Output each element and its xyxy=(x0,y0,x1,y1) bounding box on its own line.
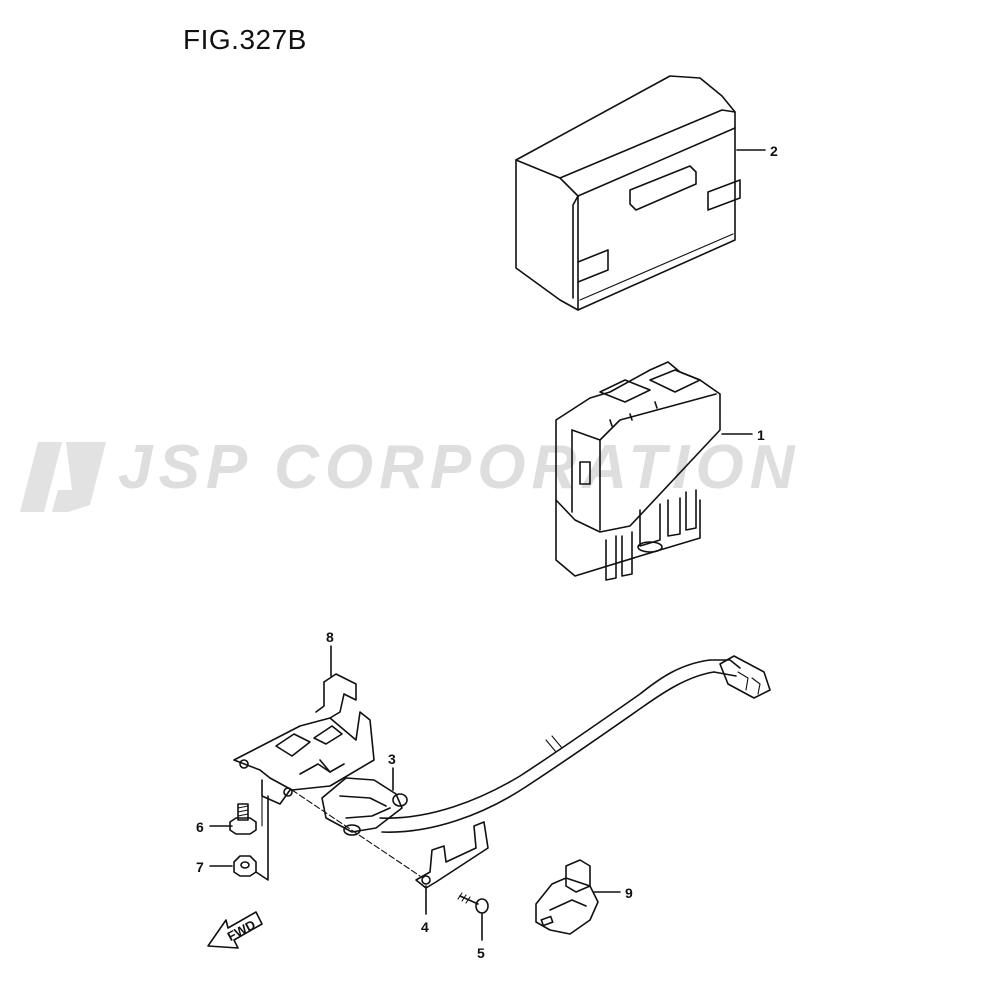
callout-8-label: 8 xyxy=(326,629,334,645)
callout-3[interactable]: 3 xyxy=(388,751,396,791)
part-5-screw[interactable] xyxy=(457,892,489,914)
part-8-bracket[interactable] xyxy=(233,673,375,805)
figure-title: FIG.327B xyxy=(183,24,307,55)
watermark-text: JSP CORPORATION xyxy=(118,433,801,502)
callout-2[interactable]: 2 xyxy=(736,143,778,159)
part-9-clip[interactable] xyxy=(535,859,599,935)
callout-6[interactable]: 6 xyxy=(196,795,263,835)
part-2-cover[interactable] xyxy=(515,75,741,311)
callout-3-label: 3 xyxy=(388,751,396,767)
callout-4-label: 4 xyxy=(421,919,429,935)
callout-4[interactable]: 4 xyxy=(421,885,429,935)
callout-6-label: 6 xyxy=(196,819,204,835)
callout-9-label: 9 xyxy=(625,885,633,901)
callout-5-label: 5 xyxy=(477,945,485,961)
part-4-plate[interactable] xyxy=(415,821,489,889)
callout-1[interactable]: 1 xyxy=(721,427,765,443)
callout-1-label: 1 xyxy=(757,427,765,443)
callout-5[interactable]: 5 xyxy=(477,913,485,961)
part-6-bolt[interactable] xyxy=(229,803,257,835)
callout-8[interactable]: 8 xyxy=(326,629,334,677)
fwd-direction-marker: FWD xyxy=(207,911,263,949)
fwd-label: FWD xyxy=(225,917,258,944)
callout-7-label: 7 xyxy=(196,859,204,875)
callout-2-label: 2 xyxy=(770,143,778,159)
part-7-nut[interactable] xyxy=(233,855,257,877)
callout-7[interactable]: 7 xyxy=(196,795,269,881)
callout-9[interactable]: 9 xyxy=(593,885,633,901)
part-3-sensor-harness[interactable] xyxy=(321,655,771,836)
watermark-logo-icon xyxy=(20,442,106,512)
assembly-guide-lines xyxy=(291,789,421,877)
part-1-control-unit[interactable] xyxy=(555,361,721,581)
callouts: 2 1 8 3 6 7 xyxy=(196,143,778,961)
